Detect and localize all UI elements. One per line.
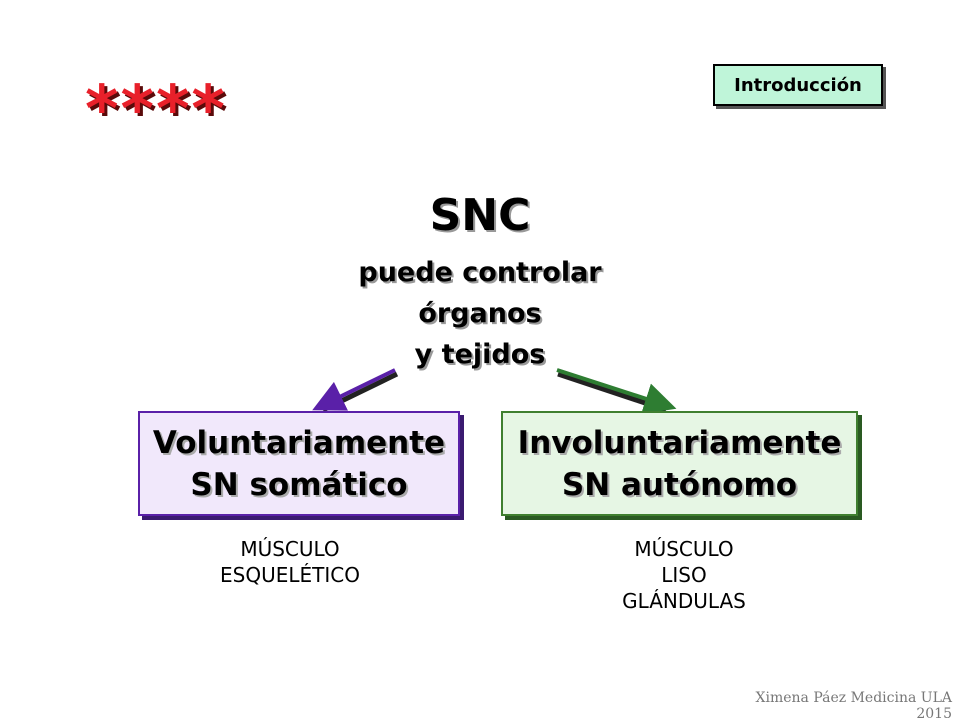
snc-description: puede controlar órganos y tejidos — [330, 252, 630, 375]
snc-title: SNC — [429, 190, 531, 241]
voluntary-box: Voluntariamente SN somático — [138, 411, 460, 516]
arrow-to-voluntary — [312, 368, 396, 411]
credit-text: Ximena Páez Medicina ULA 2015 — [755, 690, 952, 722]
arrow-to-involuntary-shadow — [557, 371, 667, 413]
arrow-to-involuntary — [556, 368, 677, 415]
voluntary-line-2: SN somático — [190, 466, 408, 503]
introduccion-button-label: Introducción — [734, 74, 862, 96]
snc-line-3: y tejidos — [414, 339, 546, 370]
involuntary-targets: MÚSCULO LISO GLÁNDULAS — [584, 536, 784, 614]
introduccion-button[interactable]: Introducción — [713, 64, 883, 106]
involuntary-box: Involuntariamente SN autónomo — [501, 411, 858, 516]
snc-line-2: órganos — [418, 298, 542, 329]
decorative-stars: **** — [85, 73, 227, 147]
involuntary-target-2: LISO — [661, 563, 707, 587]
involuntary-line-1: Involuntariamente — [517, 424, 842, 461]
voluntary-targets: MÚSCULO ESQUELÉTICO — [190, 536, 390, 588]
involuntary-target-3: GLÁNDULAS — [622, 589, 746, 613]
involuntary-target-1: MÚSCULO — [634, 537, 734, 561]
voluntary-target-2: ESQUELÉTICO — [220, 563, 360, 587]
snc-line-1: puede controlar — [358, 257, 602, 288]
involuntary-line-2: SN autónomo — [561, 466, 798, 503]
voluntary-target-1: MÚSCULO — [240, 537, 340, 561]
arrow-to-voluntary-shadow — [321, 371, 399, 413]
voluntary-line-1: Voluntariamente — [152, 424, 446, 461]
